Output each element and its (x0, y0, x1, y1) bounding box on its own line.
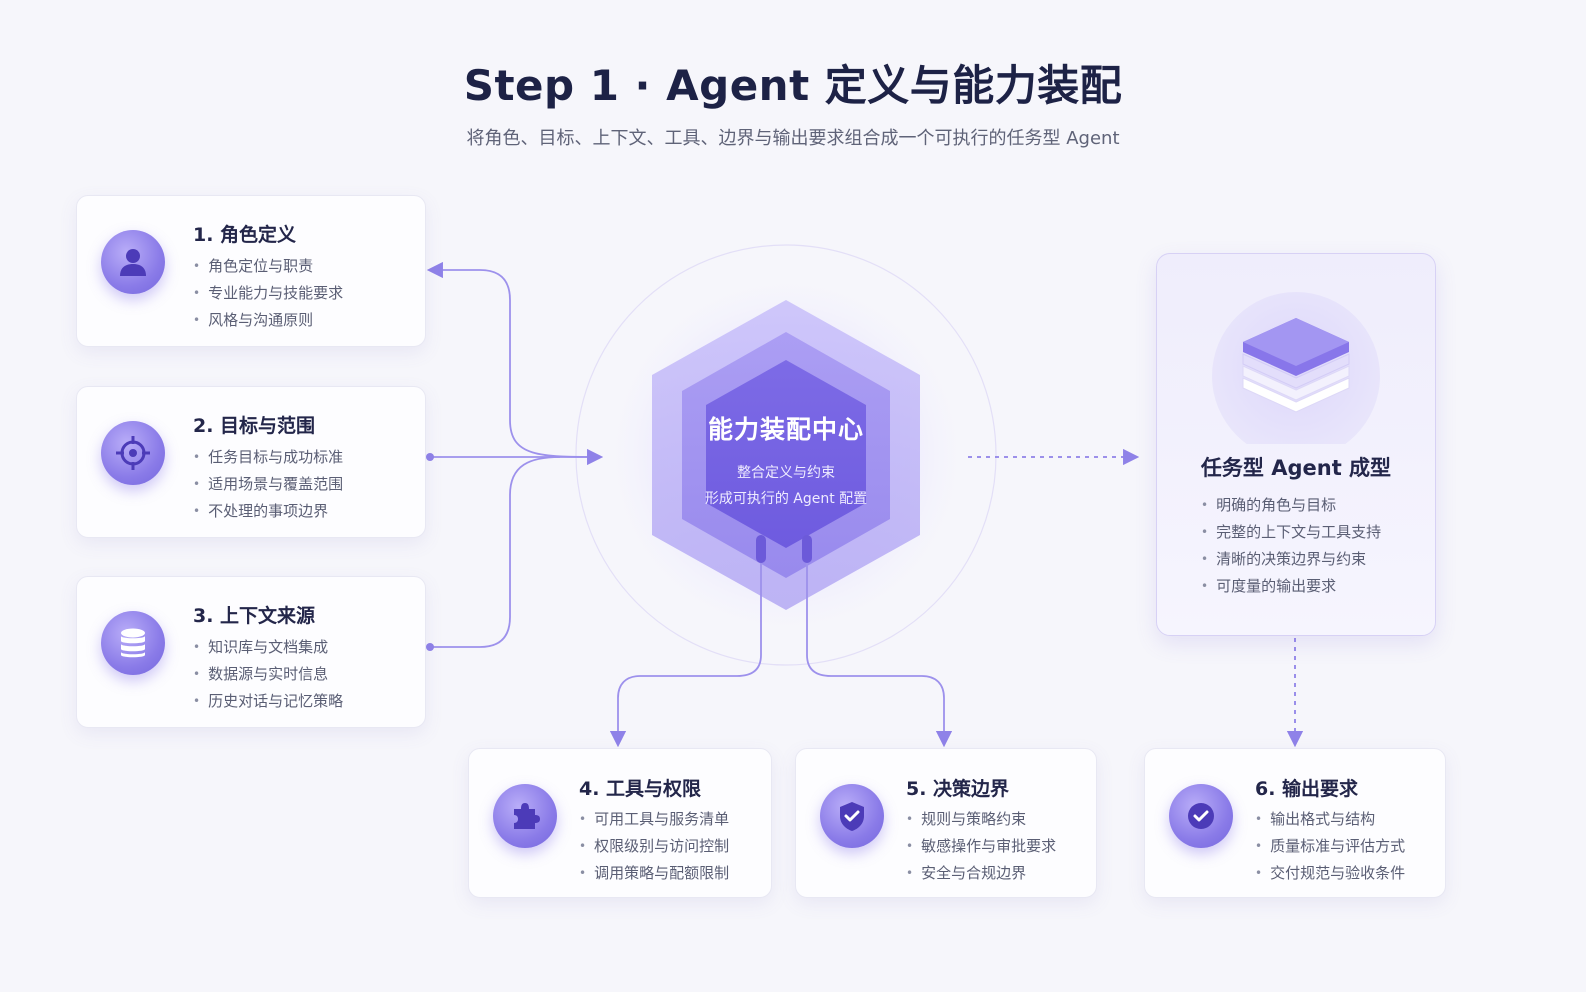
card-title: 1. 角色定义 (193, 224, 297, 246)
card-role: 1. 角色定义 角色定位与职责 专业能力与技能要求 风格与沟通原则 (76, 195, 426, 347)
list-item: 知识库与文档集成 (193, 634, 343, 661)
card-items: 任务目标与成功标准 适用场景与覆盖范围 不处理的事项边界 (193, 444, 343, 525)
layers-icon (1212, 292, 1380, 444)
card-title: 2. 目标与范围 (193, 415, 316, 437)
list-item: 完整的上下文与工具支持 (1201, 519, 1381, 546)
card-context: 3. 上下文来源 知识库与文档集成 数据源与实时信息 历史对话与记忆策略 (76, 576, 426, 728)
card-items: 可用工具与服务清单 权限级别与访问控制 调用策略与配额限制 (579, 806, 729, 887)
list-item: 权限级别与访问控制 (579, 833, 729, 860)
card-items: 知识库与文档集成 数据源与实时信息 历史对话与记忆策略 (193, 634, 343, 715)
card-items: 规则与策略约束 敏感操作与审批要求 安全与合规边界 (906, 806, 1056, 887)
database-icon (101, 611, 165, 675)
card-items: 输出格式与结构 质量标准与评估方式 交付规范与验收条件 (1255, 806, 1405, 887)
list-item: 交付规范与验收条件 (1255, 860, 1405, 887)
list-item: 规则与策略约束 (906, 806, 1056, 833)
connector-decision (806, 563, 953, 748)
user-icon (101, 230, 165, 294)
list-item: 历史对话与记忆策略 (193, 688, 343, 715)
shield-check-icon (820, 784, 884, 848)
card-title: 3. 上下文来源 (193, 605, 316, 627)
hub-title: 能力装配中心 (707, 415, 864, 444)
hub-ring-outer (575, 244, 997, 666)
page-subtitle: 将角色、目标、上下文、工具、边界与输出要求组合成一个可执行的任务型 Agent (466, 128, 1120, 149)
card-output: 6. 输出要求 输出格式与结构 质量标准与评估方式 交付规范与验收条件 (1144, 748, 1446, 898)
result-items: 明确的角色与目标 完整的上下文与工具支持 清晰的决策边界与约束 可度量的输出要求 (1201, 492, 1381, 600)
list-item: 可用工具与服务清单 (579, 806, 729, 833)
plug-right (802, 535, 812, 563)
connector-tools (609, 563, 762, 748)
list-item: 可度量的输出要求 (1201, 573, 1381, 600)
card-title: 5. 决策边界 (906, 778, 1010, 800)
list-item: 专业能力与技能要求 (193, 280, 343, 307)
list-item: 角色定位与职责 (193, 253, 343, 280)
card-tools: 4. 工具与权限 可用工具与服务清单 权限级别与访问控制 调用策略与配额限制 (468, 748, 772, 898)
list-item: 质量标准与评估方式 (1255, 833, 1405, 860)
list-item: 清晰的决策边界与约束 (1201, 546, 1381, 573)
target-icon (101, 421, 165, 485)
hub-hexagon-inner (706, 360, 866, 548)
hub-description: 整合定义与约束 形成可执行的 Agent 配置 (704, 465, 868, 507)
list-item: 任务目标与成功标准 (193, 444, 343, 471)
card-title: 6. 输出要求 (1255, 778, 1359, 800)
connector-context (430, 456, 561, 648)
result-card: 任务型 Agent 成型 明确的角色与目标 完整的上下文与工具支持 清晰的决策边… (1156, 253, 1436, 636)
puzzle-icon (493, 784, 557, 848)
list-item: 敏感操作与审批要求 (906, 833, 1056, 860)
plug-left (756, 535, 766, 563)
card-title: 4. 工具与权限 (579, 778, 702, 800)
card-decision: 5. 决策边界 规则与策略约束 敏感操作与审批要求 安全与合规边界 (795, 748, 1097, 898)
list-item: 数据源与实时信息 (193, 661, 343, 688)
check-circle-icon (1169, 784, 1233, 848)
list-item: 输出格式与结构 (1255, 806, 1405, 833)
page-title: Step 1 · Agent 定义与能力装配 (463, 61, 1123, 110)
card-goal: 2. 目标与范围 任务目标与成功标准 适用场景与覆盖范围 不处理的事项边界 (76, 386, 426, 538)
list-item: 不处理的事项边界 (193, 498, 343, 525)
result-title: 任务型 Agent 成型 (1200, 456, 1392, 480)
list-item: 调用策略与配额限制 (579, 860, 729, 887)
list-item: 明确的角色与目标 (1201, 492, 1381, 519)
list-item: 风格与沟通原则 (193, 307, 343, 334)
connector-role (426, 261, 601, 458)
list-item: 适用场景与覆盖范围 (193, 471, 343, 498)
list-item: 安全与合规边界 (906, 860, 1056, 887)
card-items: 角色定位与职责 专业能力与技能要求 风格与沟通原则 (193, 253, 343, 334)
